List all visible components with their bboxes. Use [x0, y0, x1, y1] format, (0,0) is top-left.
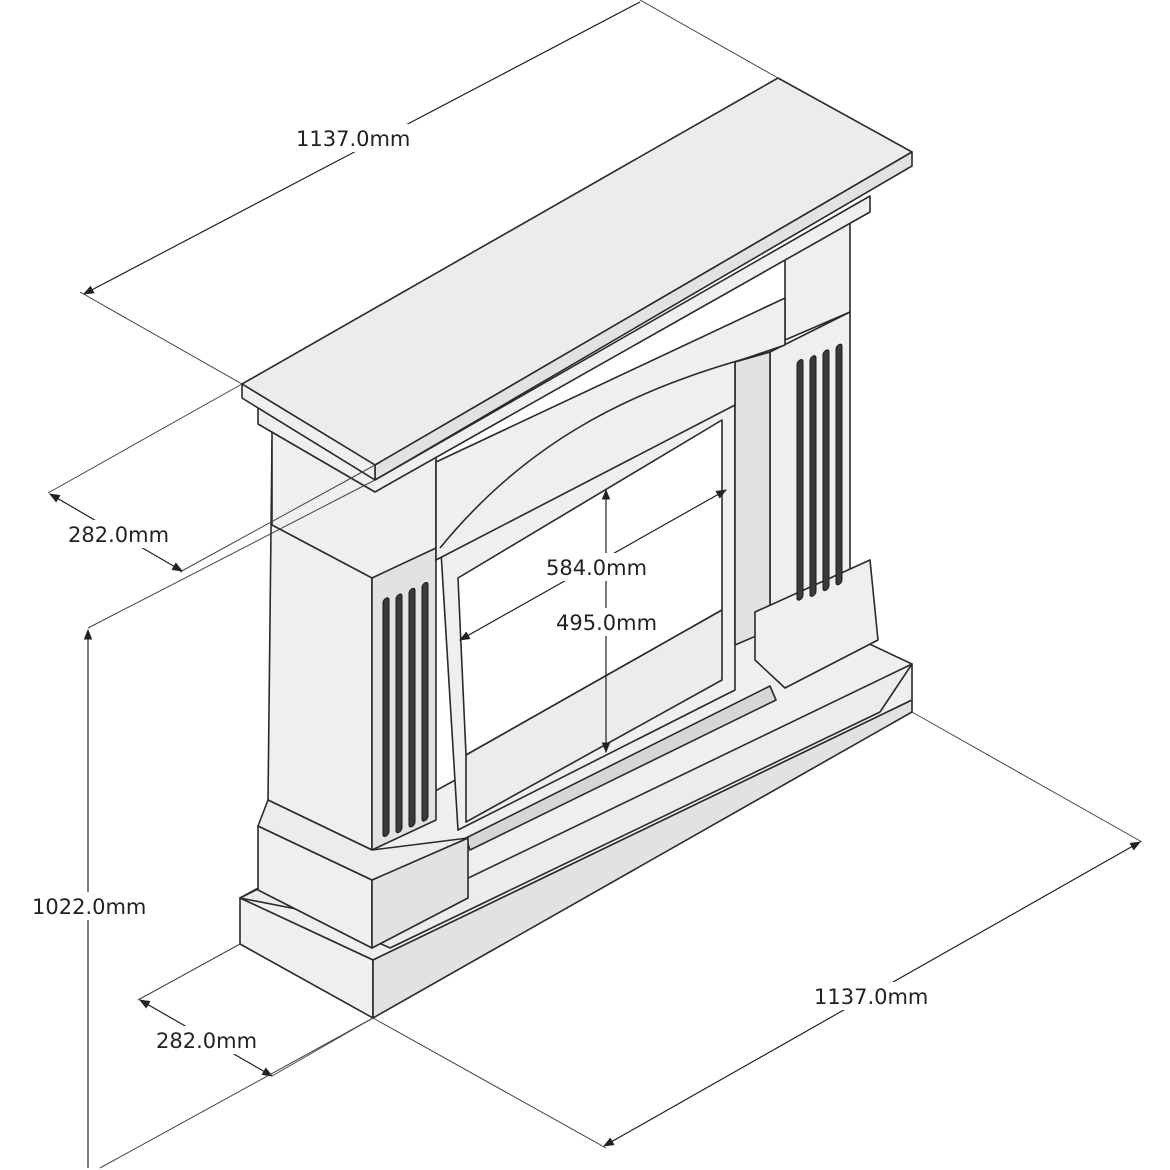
flute — [796, 358, 804, 601]
label-opening-width: 495.0mm — [556, 611, 657, 635]
label-top-depth: 282.0mm — [68, 523, 169, 547]
firebox-inner-floor — [465, 609, 723, 823]
flute — [835, 343, 843, 586]
flute — [395, 593, 403, 834]
label-top-width: 1137.0mm — [296, 127, 410, 151]
dimension-labels: 1137.0mm 282.0mm 1022.0mm 282.0mm 1137.0… — [30, 124, 928, 1054]
fireplace-body — [239, 77, 913, 1019]
label-base-depth: 282.0mm — [156, 1029, 257, 1053]
flute — [809, 355, 817, 597]
label-height: 1022.0mm — [32, 895, 146, 919]
label-base-width: 1137.0mm — [814, 985, 928, 1009]
left-pilaster-base-top — [257, 799, 469, 881]
right-pilaster-base — [754, 559, 879, 689]
flute — [421, 581, 429, 822]
right-flutes — [796, 343, 843, 601]
flute — [408, 587, 416, 828]
right-pilaster-side — [734, 351, 771, 646]
label-opening-height: 584.0mm — [546, 556, 647, 580]
flute — [822, 349, 830, 592]
left-flutes — [382, 581, 429, 837]
flute — [382, 597, 390, 837]
